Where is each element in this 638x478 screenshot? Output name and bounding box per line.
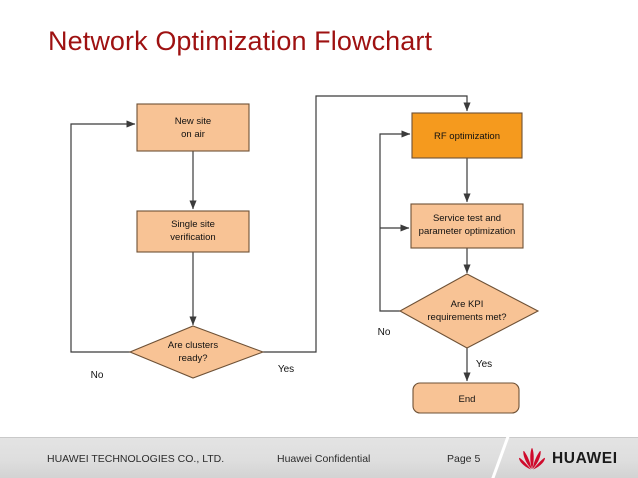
edge-label-clusters-yes: Yes	[278, 364, 294, 375]
node-clusters-label-line2: ready?	[178, 353, 207, 364]
node-new-site-label-line1: New site	[175, 116, 211, 127]
edge-clusters-yes-to-rf-opt	[263, 95, 471, 353]
node-service-test-label-line2: parameter optimization	[419, 226, 516, 237]
node-service-test-label-line1: Service test and	[433, 213, 501, 224]
node-new-site[interactable]: New site on air	[136, 103, 250, 152]
node-clusters-label-line1: Are clusters	[168, 340, 218, 351]
node-end-label: End	[459, 394, 476, 405]
flowchart-diagram: New site on air Single site verification…	[70, 95, 540, 414]
footer-page-number: Page 5	[447, 453, 481, 465]
node-single-site-verification[interactable]: Single site verification	[136, 210, 250, 253]
node-kpi-label-line2: requirements met?	[427, 312, 506, 323]
node-single-site-label-line2: verification	[170, 232, 215, 243]
node-rf-optimization-label: RF optimization	[434, 131, 500, 142]
node-kpi-requirements-decision[interactable]: Are KPI requirements met?	[398, 273, 540, 349]
node-service-test[interactable]: Service test and parameter optimization	[410, 203, 524, 249]
edge-kpi-no-to-rf-opt	[379, 130, 411, 312]
node-single-site-label-line1: Single site	[171, 219, 215, 230]
page-title: Network Optimization Flowchart	[48, 26, 433, 56]
huawei-logo: HUAWEI	[519, 444, 631, 474]
node-new-site-label-line2: on air	[181, 129, 205, 140]
edge-label-clusters-no: No	[91, 370, 104, 381]
huawei-flower-icon	[519, 448, 545, 470]
edge-layer	[70, 95, 471, 382]
huawei-logo-text: HUAWEI	[552, 450, 618, 468]
footer-company-name: HUAWEI TECHNOLOGIES CO., LTD.	[47, 453, 225, 465]
footer-confidentiality-notice: Huawei Confidential	[277, 453, 371, 465]
edge-label-kpi-no: No	[378, 327, 391, 338]
slide-footer: HUAWEI TECHNOLOGIES CO., LTD. Huawei Con…	[0, 437, 638, 478]
node-kpi-label-line1: Are KPI	[451, 299, 484, 310]
edge-label-kpi-yes: Yes	[476, 359, 492, 370]
node-rf-optimization[interactable]: RF optimization	[411, 112, 523, 159]
edge-clusters-no-to-new-site	[70, 120, 136, 353]
node-end[interactable]: End	[412, 382, 520, 414]
node-clusters-ready-decision[interactable]: Are clusters ready?	[128, 325, 265, 379]
